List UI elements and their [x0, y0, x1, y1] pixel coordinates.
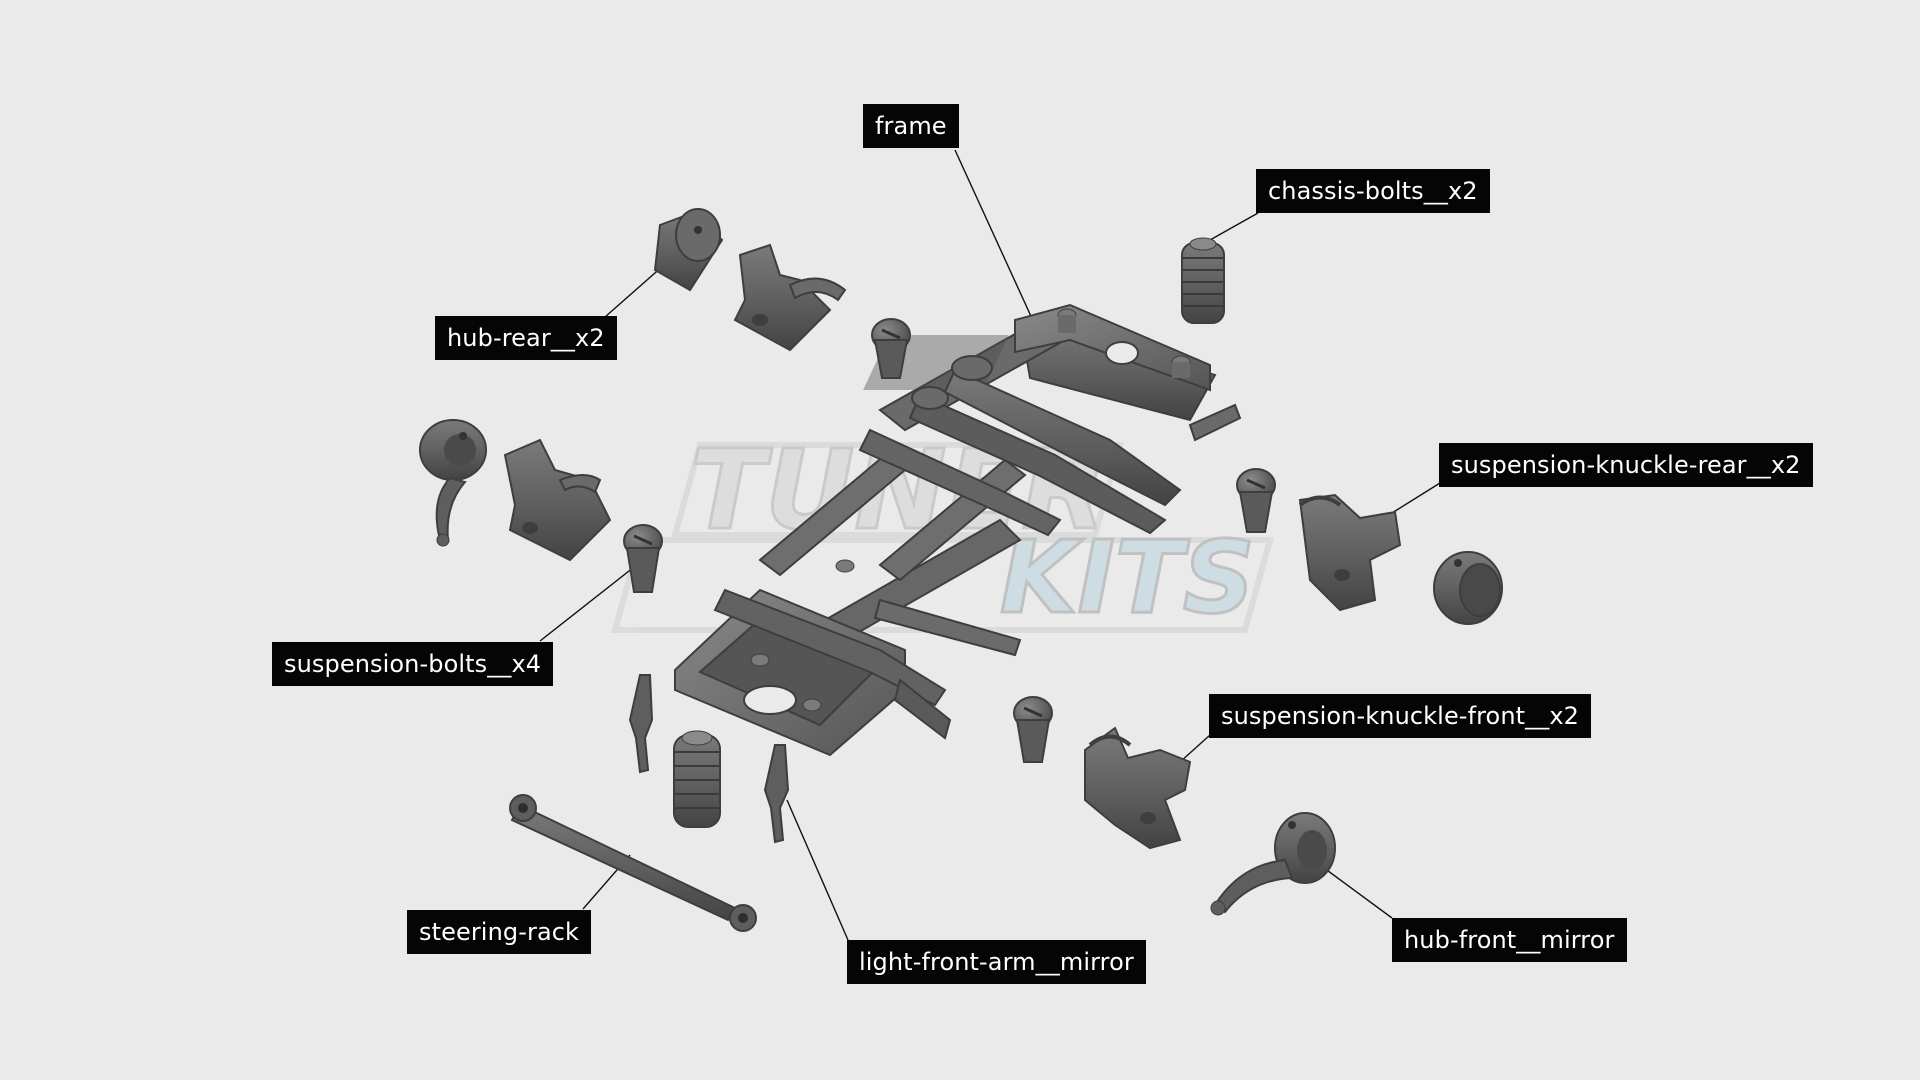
- suspension-bolt-part-3: [1236, 468, 1276, 533]
- hub-rear-part-2: [1433, 551, 1503, 625]
- hub-rear-arm-part: [419, 419, 487, 547]
- watermark-logo: TUNER KITS: [611, 425, 1274, 638]
- label-light-front-arm: light-front-arm__mirror: [847, 940, 1146, 984]
- label-suspension-knuckle-front: suspension-knuckle-front__x2: [1209, 694, 1592, 738]
- suspension-knuckle-rear-part-3: [1298, 493, 1402, 612]
- leader-line-knuckle-front: [1179, 734, 1211, 763]
- frame-part: [674, 303, 1242, 757]
- leader-lines: [539, 149, 1441, 941]
- hub-front-part: [1210, 812, 1336, 916]
- light-front-arm-part-2: [763, 744, 790, 844]
- leader-line-hub-front: [1319, 864, 1393, 919]
- leader-line-suspension-bolts: [539, 559, 644, 642]
- hub-rear-part: [653, 208, 724, 292]
- label-chassis-bolts: chassis-bolts__x2: [1256, 169, 1490, 213]
- suspension-knuckle-rear-part: [733, 243, 847, 352]
- label-frame: frame: [863, 104, 959, 148]
- label-suspension-knuckle-rear: suspension-knuckle-rear__x2: [1439, 443, 1813, 487]
- leader-line-chassis-bolts: [1209, 212, 1259, 241]
- leader-line-light-front-arm: [786, 799, 849, 941]
- light-front-arm-part: [628, 674, 654, 774]
- chassis-bolt-part: [1181, 237, 1225, 324]
- suspension-bolt-part: [871, 318, 911, 379]
- label-hub-rear: hub-rear__x2: [435, 316, 617, 360]
- leader-line-knuckle-rear: [1391, 482, 1441, 514]
- label-hub-front: hub-front__mirror: [1392, 918, 1627, 962]
- watermark-line2: KITS: [1000, 519, 1255, 636]
- label-steering-rack: steering-rack: [407, 910, 592, 954]
- leader-line-frame: [954, 149, 1041, 337]
- suspension-knuckle-rear-part-2: [503, 438, 612, 562]
- label-suspension-bolts: suspension-bolts__x4: [272, 642, 554, 686]
- suspension-bolt-part-4: [1013, 696, 1053, 763]
- chassis-bolt-part-2: [673, 730, 721, 828]
- suspension-bolt-part-2: [623, 524, 663, 593]
- steering-rack-part: [509, 794, 757, 932]
- suspension-knuckle-front-part: [1084, 726, 1192, 850]
